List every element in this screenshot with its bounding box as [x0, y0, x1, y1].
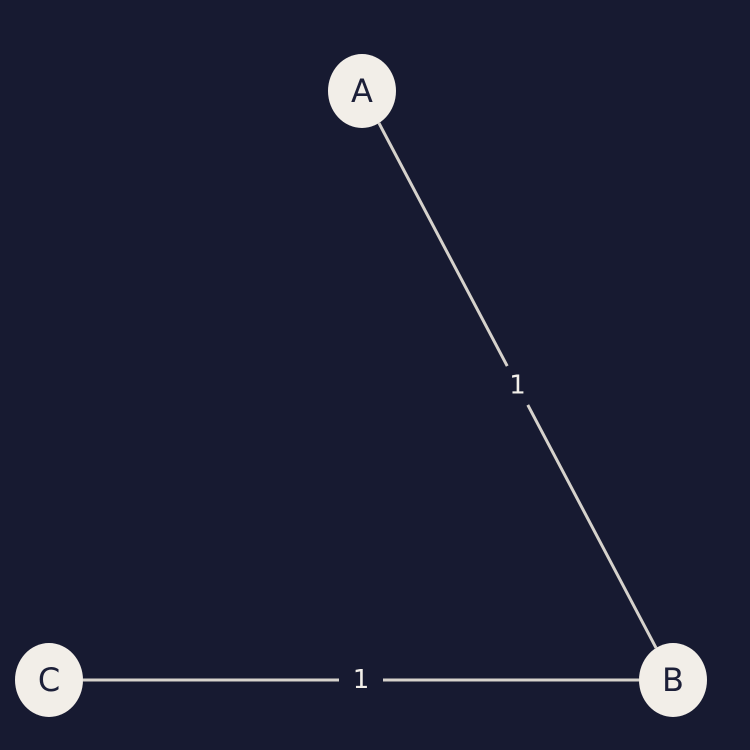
node-c: C — [15, 643, 83, 717]
nodes-layer: A B C — [15, 54, 707, 717]
node-circle — [15, 643, 83, 717]
edge-a-b: 1 — [377, 122, 658, 649]
edge-weight-label: 1 — [509, 371, 526, 401]
node-a: A — [328, 54, 396, 128]
edges-layer: 11 — [83, 122, 658, 695]
node-circle — [328, 54, 396, 128]
node-label: A — [351, 72, 373, 110]
node-circle — [639, 643, 707, 717]
node-b: B — [639, 643, 707, 717]
node-label: B — [662, 661, 684, 699]
edge-line-segment — [377, 122, 509, 367]
edge-line-segment — [526, 404, 658, 649]
edge-c-b: 1 — [83, 665, 639, 695]
node-label: C — [38, 661, 60, 699]
edge-weight-label: 1 — [353, 665, 370, 695]
